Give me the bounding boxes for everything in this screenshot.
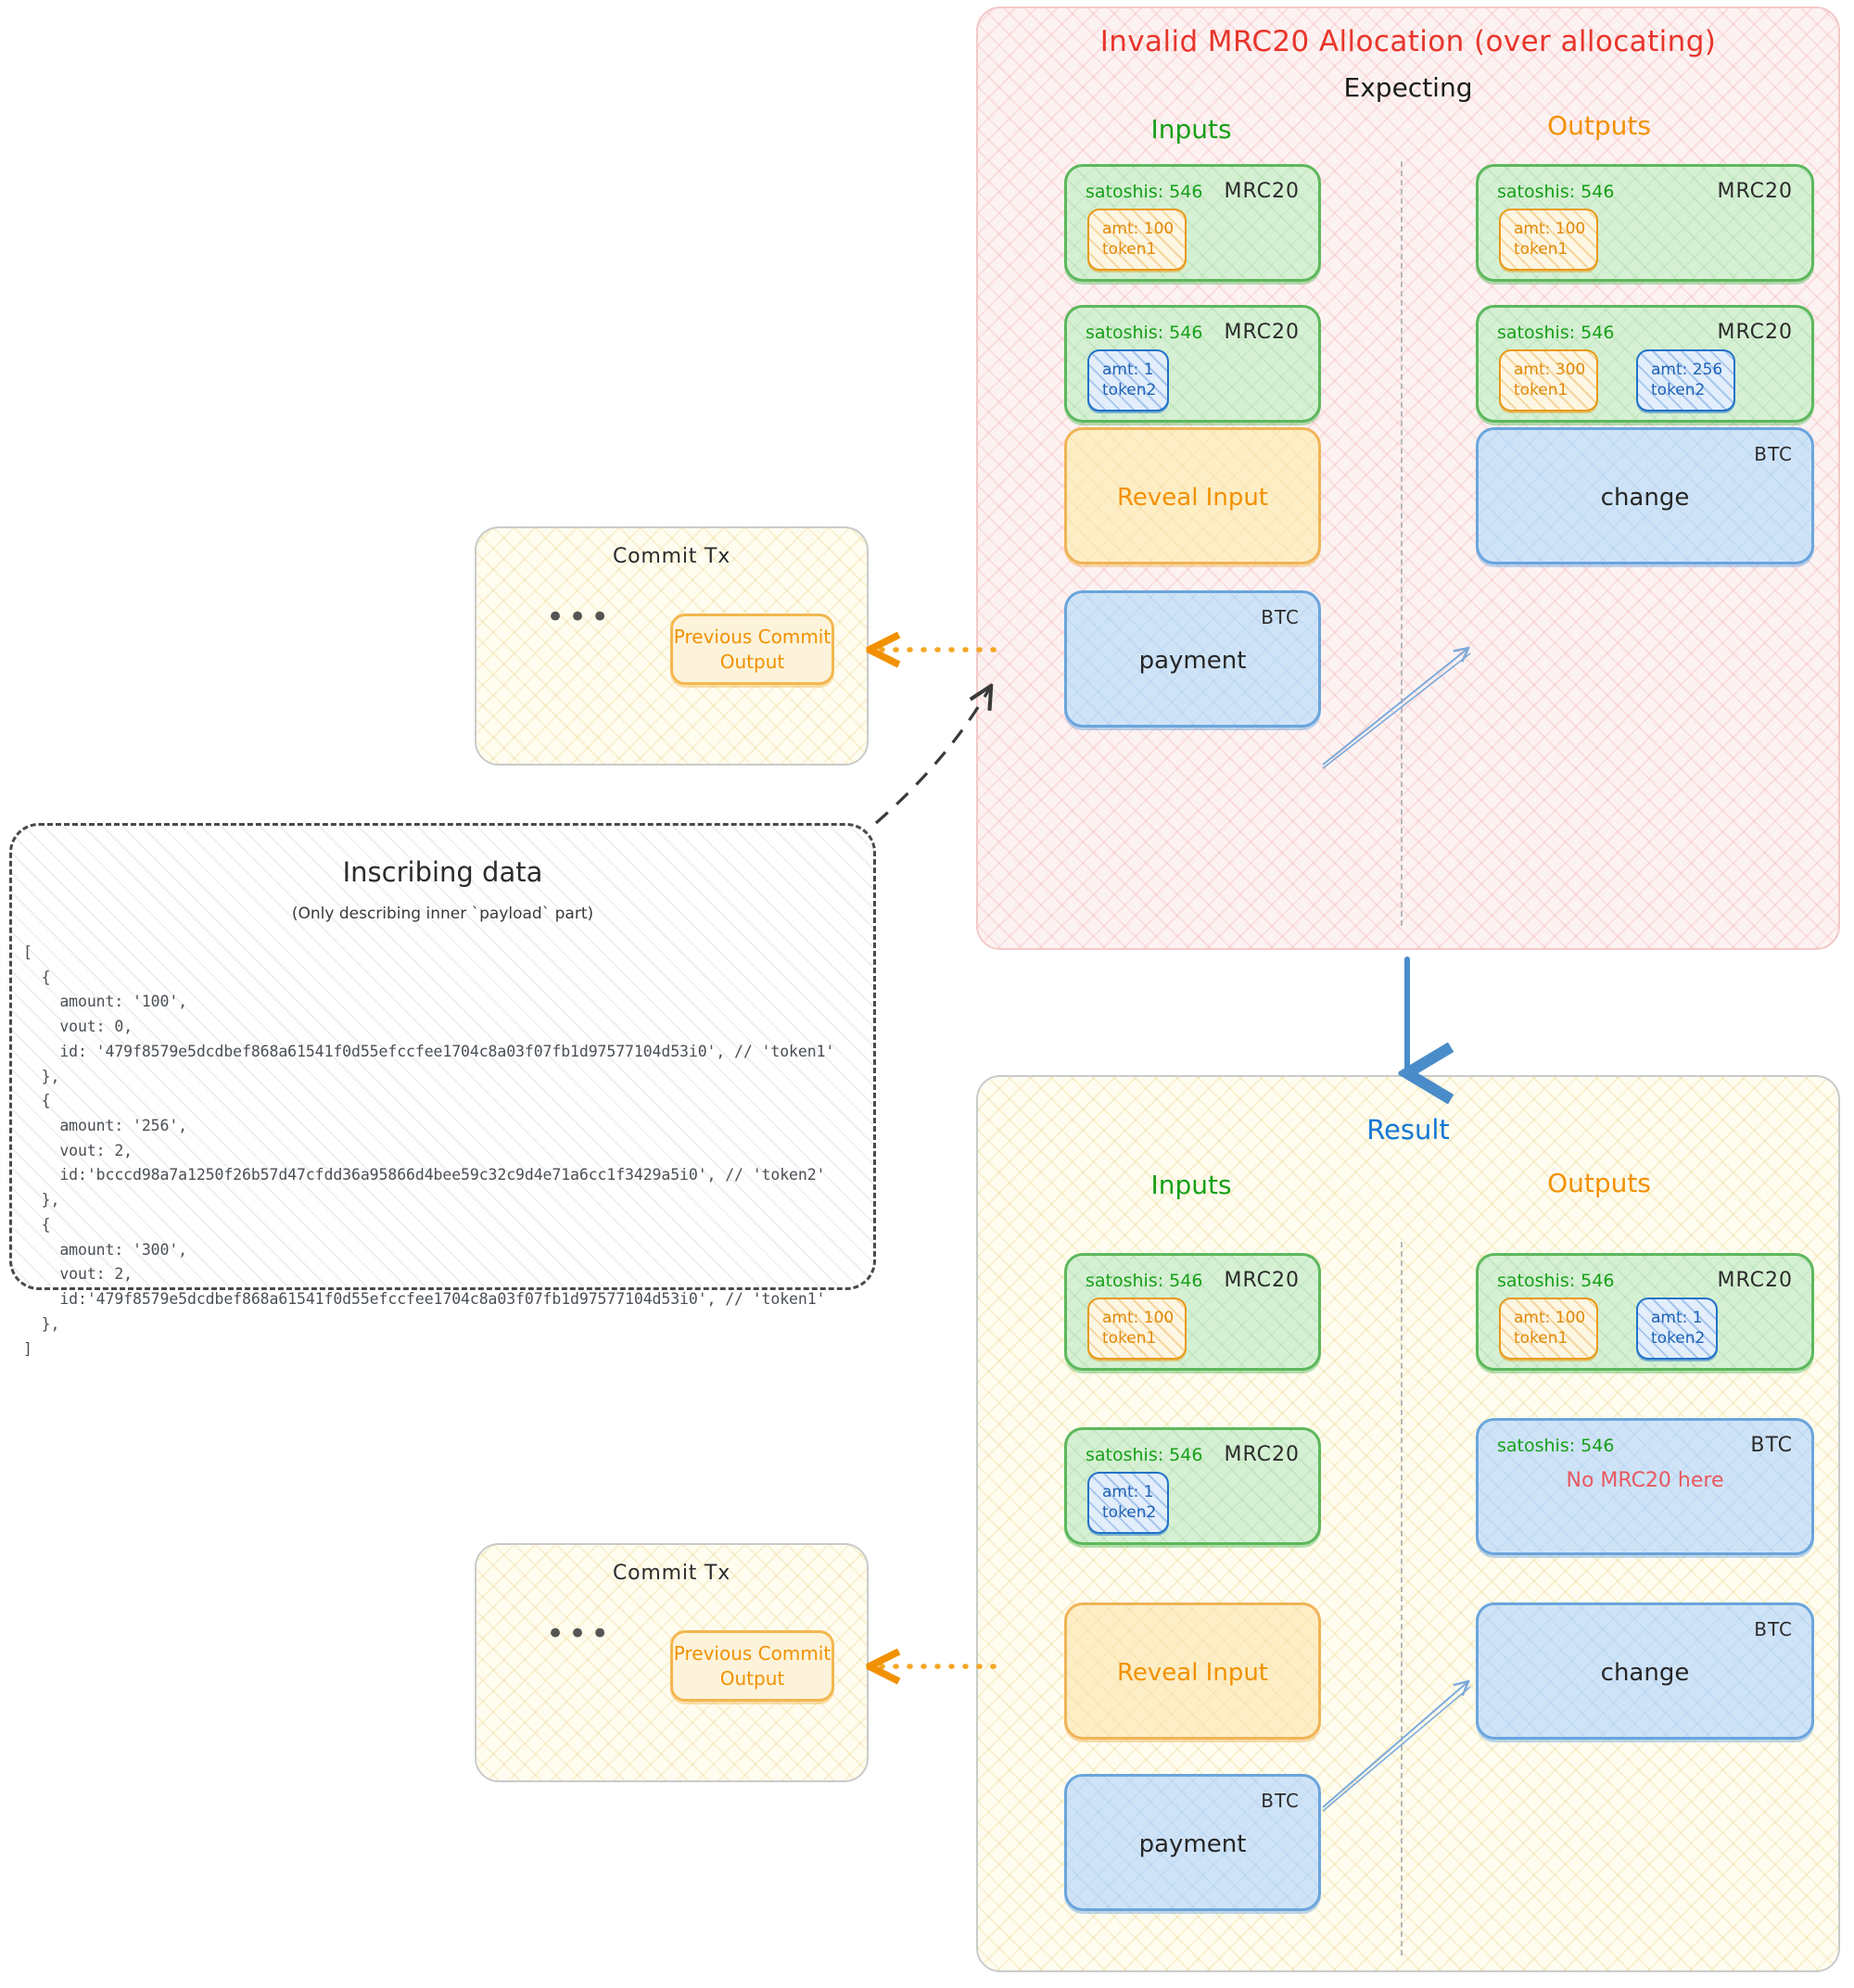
chip-token: token1	[1102, 1329, 1157, 1349]
chip-amount: amt: 1	[1102, 361, 1154, 379]
previous-commit-output-label: Previous Commit Output	[673, 626, 832, 673]
result-output-btc-no-mrc20[interactable]: satoshis: 546 BTC No MRC20 here	[1476, 1418, 1814, 1555]
token-chip[interactable]: amt: 1 token2	[1087, 349, 1170, 412]
expecting-input-payment[interactable]: BTC payment	[1064, 590, 1321, 728]
dashed-link-inscribing-to-reveal	[874, 688, 990, 825]
expecting-column-divider	[1401, 161, 1403, 926]
result-panel: Result Inputs Outputs satoshis: 546 MRC2…	[976, 1075, 1840, 1972]
commit-tx-bottom[interactable]: Commit Tx ••• Previous Commit Output	[475, 1543, 869, 1782]
result-input-utxo-1[interactable]: satoshis: 546 MRC20 amt: 100 token1	[1064, 1253, 1321, 1371]
btc-tag: BTC	[1754, 1618, 1793, 1640]
btc-tag: BTC	[1261, 1790, 1300, 1812]
result-output-change[interactable]: BTC change	[1476, 1602, 1814, 1740]
chip-token: token1	[1514, 1329, 1568, 1349]
chip-token: token1	[1102, 240, 1157, 260]
inscribing-data-panel: Inscribing data (Only describing inner `…	[9, 823, 876, 1358]
reveal-input-label: Reveal Input	[1116, 484, 1269, 512]
token-chip[interactable]: amt: 1 token2	[1636, 1298, 1719, 1361]
expecting-input-reveal[interactable]: Reveal Input	[1064, 427, 1321, 564]
chip-amount: amt: 1	[1651, 1309, 1703, 1327]
satoshis-label: satoshis: 546	[1086, 182, 1203, 202]
result-output-utxo-1[interactable]: satoshis: 546 MRC20 amt: 100 token1 amt:…	[1476, 1253, 1814, 1371]
chip-token: token2	[1651, 381, 1706, 400]
mrc20-tag: MRC20	[1224, 1443, 1300, 1466]
expecting-panel-title: Invalid MRC20 Allocation (over allocatin…	[1099, 25, 1717, 58]
expecting-output-utxo-2[interactable]: satoshis: 546 MRC20 amt: 300 token1 amt:…	[1476, 305, 1814, 423]
result-panel-title: Result	[1366, 1114, 1450, 1146]
satoshis-label: satoshis: 546	[1086, 323, 1203, 343]
btc-tag: BTC	[1750, 1434, 1793, 1457]
satoshis-label: satoshis: 546	[1497, 182, 1615, 202]
inscribing-data-payload: [ { amount: '100', vout: 0, id: '479f857…	[23, 943, 835, 1358]
chip-amount: amt: 300	[1514, 361, 1586, 379]
mrc20-tag: MRC20	[1224, 321, 1300, 344]
chip-amount: amt: 100	[1514, 1309, 1586, 1327]
token-chip[interactable]: amt: 100 token1	[1499, 209, 1599, 272]
payment-label: payment	[1138, 647, 1247, 675]
inscribing-data-title: Inscribing data	[342, 856, 543, 888]
change-label: change	[1600, 484, 1690, 512]
expecting-input-utxo-1[interactable]: satoshis: 546 MRC20 amt: 100 token1	[1064, 164, 1321, 282]
change-label: change	[1600, 1659, 1690, 1687]
satoshis-label: satoshis: 546	[1086, 1271, 1203, 1291]
previous-commit-output-top[interactable]: Previous Commit Output	[670, 614, 834, 685]
no-mrc20-note: No MRC20 here	[1566, 1469, 1724, 1492]
chip-amount: amt: 256	[1651, 361, 1723, 379]
commit-tx-title: Commit Tx	[612, 545, 731, 568]
previous-commit-output-label: Previous Commit Output	[673, 1642, 832, 1690]
chip-token: token2	[1102, 381, 1157, 400]
expecting-outputs-title: Outputs	[1547, 110, 1651, 141]
satoshis-label: satoshis: 546	[1086, 1445, 1203, 1465]
mrc20-tag: MRC20	[1224, 180, 1300, 203]
mrc20-tag: MRC20	[1717, 1269, 1793, 1292]
chip-token: token1	[1514, 240, 1568, 260]
mrc20-tag: MRC20	[1717, 321, 1793, 344]
btc-tag: BTC	[1754, 443, 1793, 465]
result-inputs-title: Inputs	[1150, 1170, 1232, 1200]
inscribing-data-note: (Only describing inner `payload` part)	[291, 905, 594, 923]
token-chip[interactable]: amt: 100 token1	[1087, 209, 1187, 272]
chip-amount: amt: 100	[1102, 220, 1175, 238]
mrc20-tag: MRC20	[1717, 180, 1793, 203]
result-input-payment[interactable]: BTC payment	[1064, 1774, 1321, 1911]
expecting-output-change[interactable]: BTC change	[1476, 427, 1814, 564]
reveal-input-label: Reveal Input	[1116, 1659, 1269, 1687]
commit-tx-top[interactable]: Commit Tx ••• Previous Commit Output	[475, 526, 869, 766]
commit-tx-title: Commit Tx	[612, 1562, 731, 1585]
satoshis-label: satoshis: 546	[1497, 1436, 1615, 1456]
previous-commit-output-bottom[interactable]: Previous Commit Output	[670, 1630, 834, 1702]
chip-token: token1	[1514, 381, 1568, 400]
chip-amount: amt: 100	[1514, 220, 1586, 238]
token-chip[interactable]: amt: 1 token2	[1087, 1472, 1170, 1535]
mrc20-tag: MRC20	[1224, 1269, 1300, 1292]
token-chip[interactable]: amt: 100 token1	[1087, 1298, 1187, 1361]
payment-label: payment	[1138, 1830, 1247, 1858]
token-chip[interactable]: amt: 100 token1	[1499, 1298, 1599, 1361]
chip-amount: amt: 1	[1102, 1483, 1154, 1501]
token-chip[interactable]: amt: 300 token1	[1499, 349, 1599, 412]
token-chip[interactable]: amt: 256 token2	[1636, 349, 1736, 412]
expecting-output-utxo-1[interactable]: satoshis: 546 MRC20 amt: 100 token1	[1476, 164, 1814, 282]
satoshis-label: satoshis: 546	[1497, 1271, 1615, 1291]
expecting-inputs-title: Inputs	[1150, 114, 1232, 145]
expecting-input-utxo-2[interactable]: satoshis: 546 MRC20 amt: 1 token2	[1064, 305, 1321, 423]
expecting-panel: Invalid MRC20 Allocation (over allocatin…	[976, 6, 1840, 950]
result-outputs-title: Outputs	[1547, 1168, 1651, 1198]
result-input-reveal[interactable]: Reveal Input	[1064, 1602, 1321, 1740]
result-input-utxo-2[interactable]: satoshis: 546 MRC20 amt: 1 token2	[1064, 1427, 1321, 1545]
chip-amount: amt: 100	[1102, 1309, 1175, 1327]
result-column-divider	[1401, 1242, 1403, 1956]
chip-token: token2	[1651, 1329, 1706, 1349]
btc-tag: BTC	[1261, 606, 1300, 628]
chip-token: token2	[1102, 1503, 1157, 1523]
satoshis-label: satoshis: 546	[1497, 323, 1615, 343]
expecting-panel-subtitle: Expecting	[1343, 72, 1473, 103]
